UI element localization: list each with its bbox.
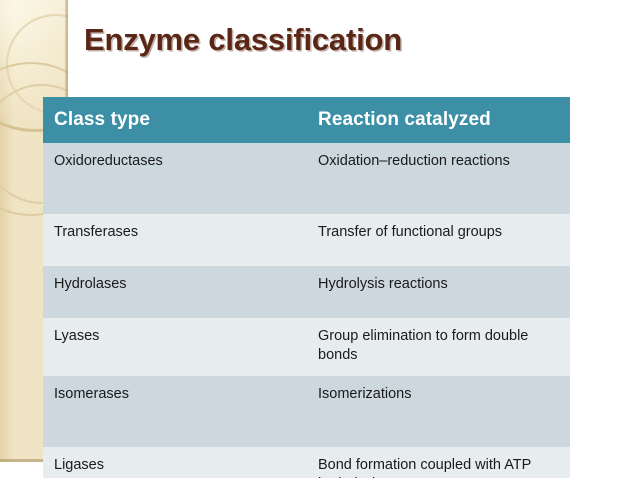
- table-row: Isomerases Isomerizations: [43, 376, 570, 447]
- enzyme-classification-table: Class type Reaction catalyzed Oxidoreduc…: [43, 97, 570, 478]
- cell-reaction: Group elimination to form double bonds: [314, 318, 570, 376]
- table-row: Ligases Bond formation coupled with ATP …: [43, 447, 570, 478]
- band-bottom-edge: [0, 459, 68, 462]
- cell-reaction: Transfer of functional groups: [314, 214, 570, 266]
- cell-reaction: Oxidation–reduction reactions: [314, 143, 570, 214]
- cell-class-type: Lyases: [43, 318, 314, 376]
- page-title: Enzyme classification: [84, 22, 402, 57]
- cell-reaction: Bond formation coupled with ATP hydrolys…: [314, 447, 570, 478]
- column-header-reaction-catalyzed: Reaction catalyzed: [314, 97, 570, 143]
- table-row: Transferases Transfer of functional grou…: [43, 214, 570, 266]
- cell-reaction: Hydrolysis reactions: [314, 266, 570, 318]
- table-header-row: Class type Reaction catalyzed: [43, 97, 570, 143]
- table-row: Hydrolases Hydrolysis reactions: [43, 266, 570, 318]
- cell-class-type: Ligases: [43, 447, 314, 478]
- cell-class-type: Transferases: [43, 214, 314, 266]
- table-row: Lyases Group elimination to form double …: [43, 318, 570, 376]
- column-header-class-type: Class type: [43, 97, 314, 143]
- cell-reaction: Isomerizations: [314, 376, 570, 447]
- cell-class-type: Isomerases: [43, 376, 314, 447]
- cell-class-type: Hydrolases: [43, 266, 314, 318]
- table-row: Oxidoreductases Oxidation–reduction reac…: [43, 143, 570, 214]
- cell-class-type: Oxidoreductases: [43, 143, 314, 214]
